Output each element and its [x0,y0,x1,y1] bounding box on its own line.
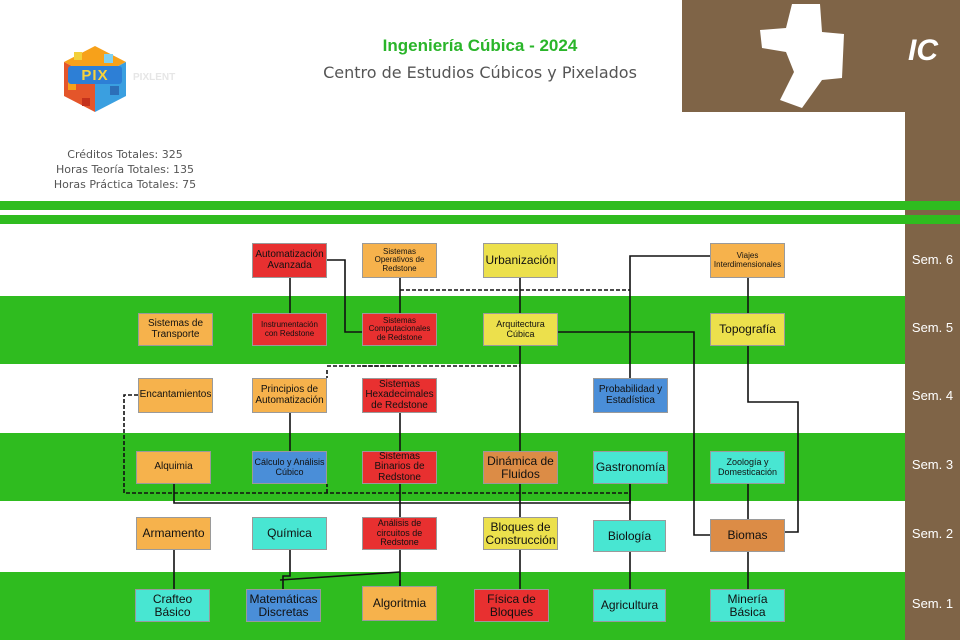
course-sistemas-binarios[interactable]: Sistemas Binarios de Redstone [362,451,437,484]
logo: PIX [60,42,130,114]
course-topografia[interactable]: Topografía [710,313,785,346]
prerequisite-line [747,346,799,533]
course-agricultura[interactable]: Agricultura [593,589,666,622]
cube-logo-icon [64,46,126,112]
semester-label: Sem. 1 [911,596,954,611]
course-dinamica-fluidos[interactable]: Dinámica de Fluidos [483,451,558,484]
course-viajes-interdimensionales[interactable]: Viajes Interdimensionales [710,243,785,278]
page-subtitle: Centro de Estudios Cúbicos y Pixelados [323,63,637,82]
prerequisite-line [629,255,710,378]
course-sistemas-computacionales[interactable]: Sistemas Computacionales de Redstone [362,313,437,346]
course-fisica-bloques[interactable]: Física de Bloques [474,589,549,622]
course-principios-automatizacion[interactable]: Principios de Automatización [252,378,327,413]
course-automatizacion-avanzada[interactable]: Automatización Avanzada [252,243,327,278]
stats-practice-hours: Horas Práctica Totales: 75 [53,178,197,191]
corner-label: IC [908,34,938,67]
pixel-character-icon [760,4,844,108]
prerequisite-line [282,550,291,589]
semester-label: Sem. 4 [911,388,954,403]
semester-sidebar [905,112,960,640]
course-sistemas-transporte[interactable]: Sistemas de Transporte [138,313,213,346]
course-instrumentacion[interactable]: Instrumentación con Redstone [252,313,327,346]
course-bloques-construccion[interactable]: Bloques de Construcción [483,517,558,550]
corner-banner [682,0,960,112]
course-sistemas-operativos[interactable]: Sistemas Operativos de Redstone [362,243,437,278]
page-title: Ingeniería Cúbica - 2024 [382,36,578,55]
prerequisite-line [327,259,362,333]
course-armamento[interactable]: Armamento [136,517,211,550]
stats-credits: Créditos Totales: 325 [67,148,183,161]
semester-label: Sem. 6 [911,252,954,267]
prerequisite-line [558,331,710,536]
course-probabilidad[interactable]: Probabilidad y Estadística [593,378,668,413]
separator-stripe [905,215,960,224]
separator-stripe [0,201,905,210]
semester-label: Sem. 5 [911,320,954,335]
corequisite-line [123,394,630,494]
course-biomas[interactable]: Biomas [710,519,785,552]
course-crafteo-basico[interactable]: Crafteo Básico [135,589,210,622]
logo-text: PIXLENT [133,72,176,83]
course-gastronomia[interactable]: Gastronomía [593,451,668,484]
separator-stripe [905,201,960,210]
course-mineria-basica[interactable]: Minería Básica [710,589,785,622]
prerequisite-line [279,571,401,581]
prerequisite-links [123,255,799,589]
course-quimica[interactable]: Química [252,517,327,550]
semester-label: Sem. 2 [911,526,954,541]
course-alquimia[interactable]: Alquimia [136,451,211,484]
course-encantamientos[interactable]: Encantamientos [138,378,213,413]
semester-label: Sem. 3 [911,457,954,472]
course-calculo[interactable]: Cálculo y Análisis Cúbico [252,451,327,484]
course-matematicas-discretas[interactable]: Matemáticas Discretas [246,589,321,622]
stats-theory-hours: Horas Teoría Totales: 135 [55,163,195,176]
course-sistemas-hexadecimales[interactable]: Sistemas Hexadecimales de Redstone [362,378,437,413]
course-biologia[interactable]: Biología [593,520,666,552]
course-algoritmia[interactable]: Algoritmia [362,586,437,621]
course-urbanizacion[interactable]: Urbanización [483,243,558,278]
course-analisis-circuitos[interactable]: Análisis de circuitos de Redstone [362,517,437,550]
logo-badge: PIX [81,67,109,84]
course-arquitectura-cubica[interactable]: Arquitectura Cúbica [483,313,558,346]
separator-stripe [0,215,905,224]
stats-panel: Créditos Totales: 325 Horas Teoría Total… [40,147,210,192]
course-zoologia[interactable]: Zoología y Domesticación [710,451,785,484]
